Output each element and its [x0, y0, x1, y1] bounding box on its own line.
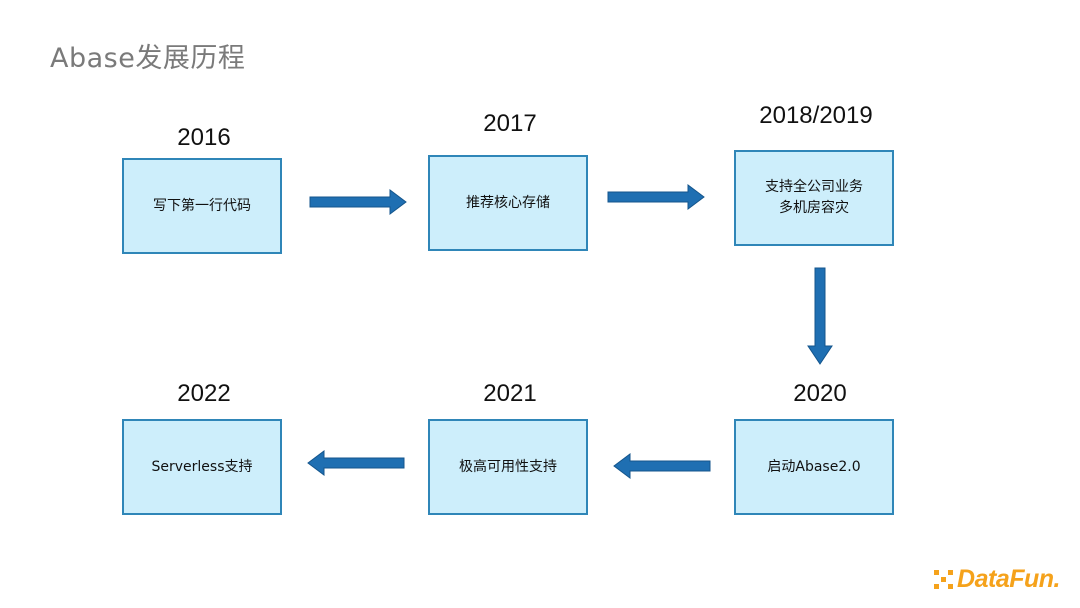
- milestone-text: 启动Abase2.0: [767, 458, 861, 475]
- datafun-dots-icon: [934, 570, 954, 589]
- milestone-year: 2021: [483, 380, 537, 407]
- slide-title: Abase发展历程: [50, 43, 246, 74]
- arrow-right-icon: [607, 184, 705, 210]
- arrow-down-icon: [807, 267, 833, 365]
- arrow-left-icon: [613, 453, 711, 479]
- milestone-year: 2022: [177, 380, 231, 407]
- arrow-right-icon: [309, 189, 407, 215]
- milestone-box: 写下第一行代码: [122, 158, 282, 254]
- milestone-text: 写下第一行代码: [153, 197, 251, 214]
- arrow-left-icon: [307, 450, 405, 476]
- milestone-box: 支持全公司业务 多机房容灾: [734, 150, 894, 246]
- milestone-box: 推荐核心存储: [428, 155, 588, 251]
- milestone-box: Serverless支持: [122, 419, 282, 515]
- milestone-text: 多机房容灾: [779, 200, 849, 216]
- milestone-box: 极高可用性支持: [428, 419, 588, 515]
- datafun-logo: DataFun.: [934, 565, 1060, 594]
- milestone-year: 2017: [483, 110, 537, 137]
- milestone-year: 2020: [793, 380, 847, 407]
- milestone-text: 支持全公司业务: [765, 179, 863, 195]
- milestone-year: 2018/2019: [759, 102, 873, 129]
- milestone-year: 2016: [177, 124, 231, 151]
- milestone-box: 启动Abase2.0: [734, 419, 894, 515]
- milestone-text: 极高可用性支持: [459, 458, 557, 475]
- logo-text: DataFun.: [957, 565, 1060, 593]
- milestone-text: Serverless支持: [151, 458, 253, 475]
- milestone-text: 推荐核心存储: [466, 194, 550, 211]
